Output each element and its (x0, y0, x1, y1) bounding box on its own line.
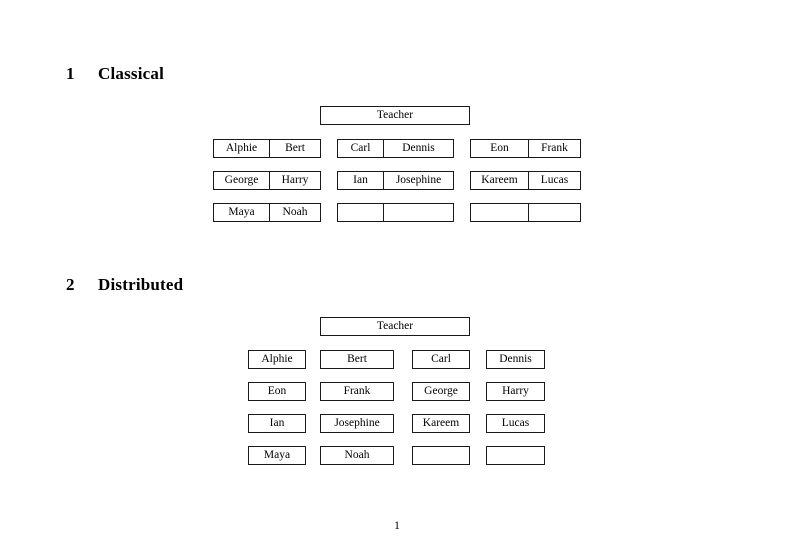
student-pair-box: Carl Dennis (337, 139, 454, 158)
student-cell: Ian (353, 174, 368, 186)
student-box: Josephine (320, 414, 394, 433)
student-pair-box (470, 203, 581, 222)
student-pair-box (337, 203, 454, 222)
student-cell: Eon (490, 142, 509, 154)
student-cell: Kareem (481, 174, 518, 186)
section-heading-classical: 1 Classical (66, 64, 164, 84)
section-heading-distributed: 2 Distributed (66, 275, 183, 295)
student-box: Bert (320, 350, 394, 369)
teacher-box-distributed: Teacher (320, 317, 470, 336)
student-pair-box: Ian Josephine (337, 171, 454, 190)
student-box: Harry (486, 382, 545, 401)
student-cell (528, 204, 580, 221)
section-number: 2 (66, 275, 75, 294)
student-pair-box: Eon Frank (470, 139, 581, 158)
student-box: Alphie (248, 350, 306, 369)
student-box: Ian (248, 414, 306, 433)
student-pair-box: Kareem Lucas (470, 171, 581, 190)
section-number: 1 (66, 64, 75, 83)
student-cell: Harry (269, 172, 320, 189)
student-box: Noah (320, 446, 394, 465)
student-pair-box: George Harry (213, 171, 321, 190)
student-cell (338, 204, 383, 221)
student-cell: Lucas (528, 172, 580, 189)
student-box: Lucas (486, 414, 545, 433)
student-pair-box: Maya Noah (213, 203, 321, 222)
student-box: Frank (320, 382, 394, 401)
student-box: Eon (248, 382, 306, 401)
student-cell: Josephine (383, 172, 453, 189)
student-box (412, 446, 470, 465)
student-box: George (412, 382, 470, 401)
student-cell: Noah (269, 204, 320, 221)
student-cell (383, 204, 453, 221)
student-box: Kareem (412, 414, 470, 433)
section-title: Distributed (98, 275, 184, 294)
teacher-box-classical: Teacher (320, 106, 470, 125)
student-cell: Carl (350, 142, 371, 154)
section-title: Classical (98, 64, 165, 83)
student-cell (471, 204, 528, 221)
student-box: Maya (248, 446, 306, 465)
student-cell: Maya (228, 206, 255, 218)
student-cell: Alphie (225, 142, 258, 154)
student-cell: Dennis (383, 140, 453, 157)
student-cell: Bert (269, 140, 320, 157)
student-pair-box: Alphie Bert (213, 139, 321, 158)
student-box: Dennis (486, 350, 545, 369)
student-box (486, 446, 545, 465)
student-cell: Frank (528, 140, 580, 157)
page-number: 1 (394, 520, 400, 532)
student-cell: George (224, 174, 259, 186)
student-box: Carl (412, 350, 470, 369)
